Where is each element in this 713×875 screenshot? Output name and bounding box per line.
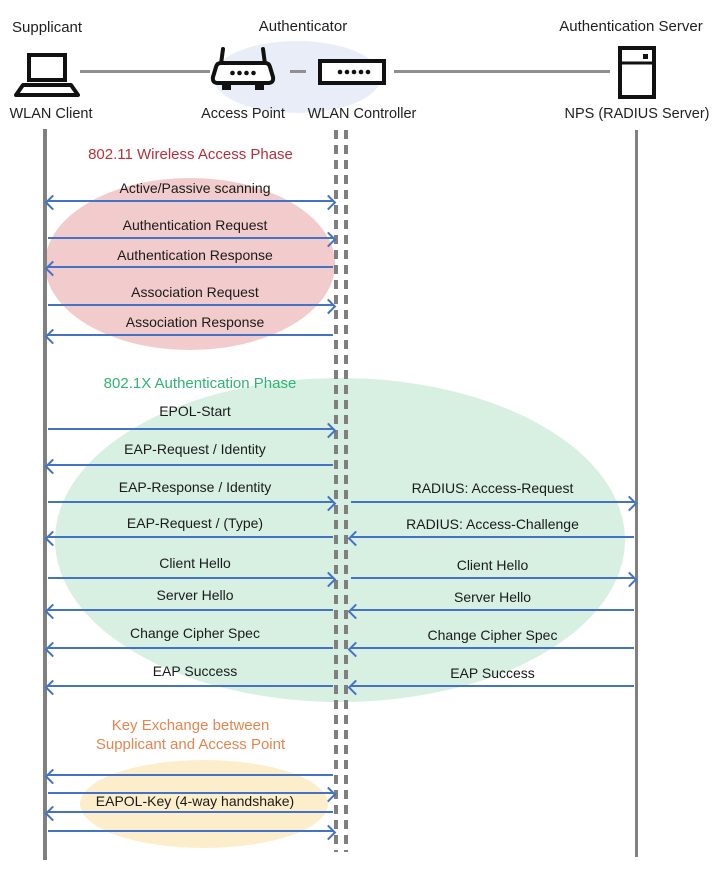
arrow-change-cipher-spec-right <box>347 641 635 657</box>
device-nps-radius-server: NPS (RADIUS Server) <box>564 106 710 122</box>
message-label-association-response: Association Response <box>125 314 265 330</box>
arrow-authentication-response <box>44 260 334 276</box>
message-label-change-cipher-spec-right: Change Cipher Spec <box>427 627 558 643</box>
message-label-client-hello-right: Client Hello <box>456 557 529 573</box>
role-supplicant: Supplicant <box>12 19 83 36</box>
lifeline-wlan-client <box>43 129 47 860</box>
arrow-eap-success-right <box>347 679 635 695</box>
connector-client-ap <box>80 70 210 73</box>
device-access-point: Access Point <box>201 106 285 122</box>
arrow-association-response <box>44 328 334 344</box>
message-label-authentication-request: Authentication Request <box>122 217 268 233</box>
arrow-server-hello-left <box>44 603 334 619</box>
arrow-radius-access-challenge <box>347 530 635 546</box>
message-label-eap-success-right: EAP Success <box>450 665 535 681</box>
phase3-title: Key Exchange between Supplicant and Acce… <box>47 716 334 754</box>
device-wlan-controller: WLAN Controller <box>307 106 417 122</box>
arrow-eap-request-type <box>44 530 334 546</box>
arrow-eapol-key-2 <box>47 786 337 802</box>
arrow-active-passive-scanning <box>44 194 337 210</box>
arrow-association-request <box>47 298 337 314</box>
arrow-server-hello-right <box>347 603 635 619</box>
wlan-controller-icon <box>318 59 386 90</box>
message-label-radius-access-request: RADIUS: Access-Request <box>411 480 574 496</box>
message-label-eap-request-identity: EAP-Request / Identity <box>124 441 266 457</box>
connector-controller-server <box>394 70 610 73</box>
device-wlan-client: WLAN Client <box>9 106 93 122</box>
phase1-ellipse <box>45 178 335 350</box>
lifeline-radius-server <box>635 130 638 857</box>
arrow-client-hello-right <box>350 571 638 587</box>
arrow-eapol-key-1 <box>44 768 334 784</box>
arrow-client-hello-left <box>47 571 337 587</box>
message-label-association-request: Association Request <box>131 284 259 300</box>
phase2-title: 802.1X Authentication Phase <box>103 375 297 392</box>
arrow-epol-start <box>47 422 337 438</box>
message-label-epol-start: EPOL-Start <box>159 403 231 419</box>
connector-ap-controller <box>290 70 306 73</box>
arrow-eapol-key-4 <box>47 824 337 840</box>
server-icon <box>618 46 656 104</box>
message-label-active-passive-scanning: Active/Passive scanning <box>119 180 271 196</box>
message-label-client-hello-left: Client Hello <box>159 555 231 571</box>
message-label-change-cipher-spec-left: Change Cipher Spec <box>130 625 260 641</box>
arrow-authentication-request <box>47 231 337 247</box>
role-authentication-server: Authentication Server <box>559 18 703 35</box>
message-label-eap-success-left: EAP Success <box>152 663 238 679</box>
phase1-title: 802.11 Wireless Access Phase <box>88 146 293 163</box>
message-label-eapol-key-handshake: EAPOL-Key (4-way handshake) <box>95 793 295 809</box>
message-label-eap-response-identity: EAP-Response / Identity <box>118 479 272 495</box>
message-label-radius-access-challenge: RADIUS: Access-Challenge <box>406 516 579 532</box>
arrow-change-cipher-spec-left <box>44 641 334 657</box>
phase3-title-line1: Key Exchange between <box>111 717 270 734</box>
lifeline-wlan-controller-dashed-1 <box>334 130 338 852</box>
laptop-icon <box>14 52 80 103</box>
arrow-eap-request-identity <box>44 458 334 474</box>
arrow-eap-success-left <box>44 679 334 695</box>
arrow-eap-response-identity <box>47 495 337 511</box>
phase3-title-line2: Supplicant and Access Point <box>95 736 286 753</box>
arrow-eapol-key-3 <box>44 805 334 821</box>
arrow-radius-access-request <box>350 495 638 511</box>
lifeline-wlan-controller-dashed-2 <box>344 130 348 852</box>
message-label-server-hello-left: Server Hello <box>156 587 234 603</box>
access-point-icon <box>208 46 278 101</box>
message-label-eap-request-type: EAP-Request / (Type) <box>126 515 264 531</box>
role-authenticator: Authenticator <box>258 18 348 35</box>
message-label-authentication-response: Authentication Response <box>117 247 273 263</box>
message-label-server-hello-right: Server Hello <box>453 589 532 605</box>
